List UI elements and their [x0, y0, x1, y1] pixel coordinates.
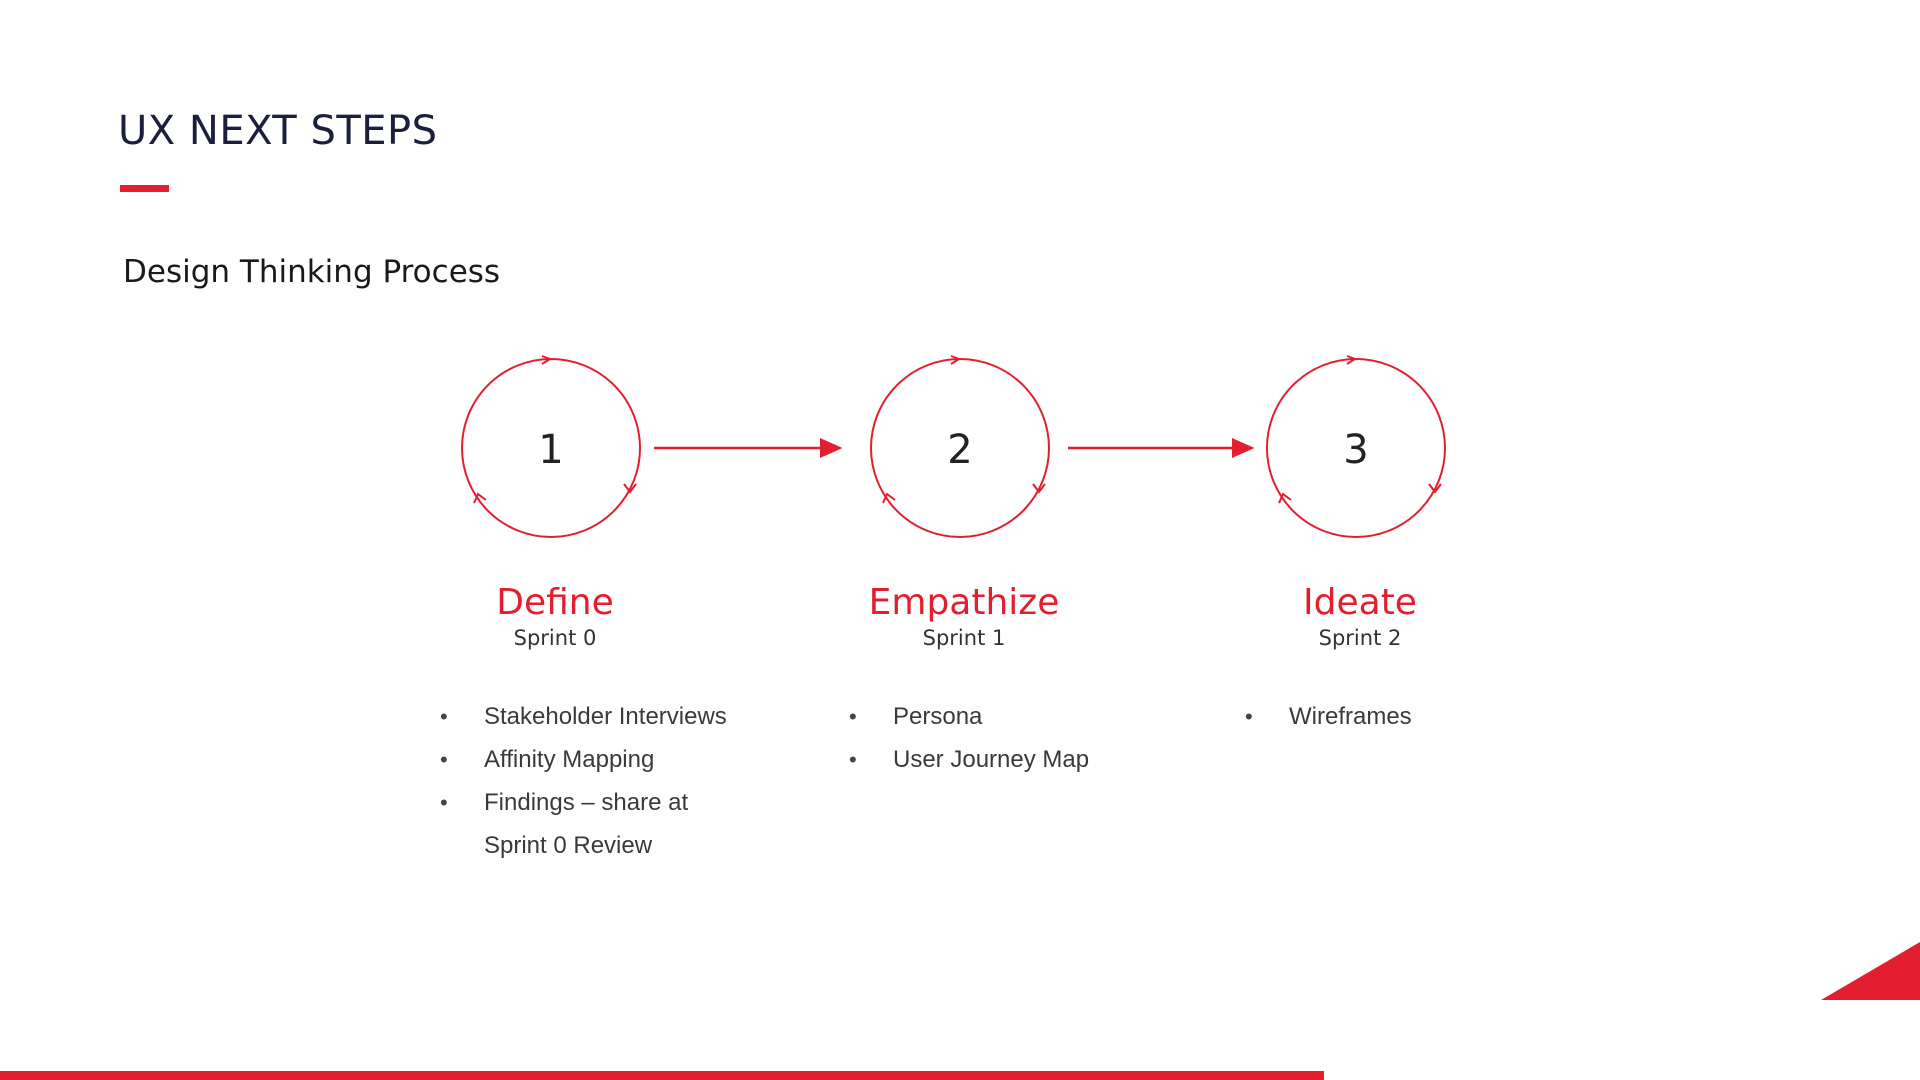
list-item: Wireframes — [1245, 695, 1585, 738]
step-2-number: 2 — [947, 427, 972, 473]
slide-subtitle: Design Thinking Process — [123, 254, 501, 290]
step-3-sprint: Sprint 2 — [1318, 626, 1402, 650]
step-3-name: Ideate — [1303, 582, 1417, 623]
title-underline — [120, 185, 169, 192]
corner-triangle-decoration — [1821, 942, 1920, 1000]
step-1-cycle-icon: 1 — [461, 355, 641, 538]
bottom-accent-bar — [0, 1071, 1324, 1080]
step-1-name: Define — [496, 582, 614, 623]
step-2-sprint: Sprint 1 — [922, 626, 1006, 650]
step-3-cycle-icon: 3 — [1266, 355, 1446, 538]
step-3-number: 3 — [1343, 427, 1368, 473]
step-2-cycle-icon: 2 — [870, 355, 1050, 538]
step-1-number: 1 — [538, 427, 563, 473]
step-1-sprint: Sprint 0 — [513, 626, 597, 650]
step-2-items: Persona User Journey Map — [849, 695, 1189, 781]
list-item: Persona — [849, 695, 1189, 738]
list-item: User Journey Map — [849, 738, 1189, 781]
slide-title: UX NEXT STEPS — [118, 108, 438, 154]
list-item: Affinity Mapping — [440, 738, 780, 781]
step-1-items: Stakeholder Interviews Affinity Mapping … — [440, 695, 780, 867]
list-item: Stakeholder Interviews — [440, 695, 780, 738]
step-3-items: Wireframes — [1245, 695, 1585, 738]
list-item: Findings – share at Sprint 0 Review — [440, 781, 734, 867]
step-2-name: Empathize — [868, 582, 1060, 623]
